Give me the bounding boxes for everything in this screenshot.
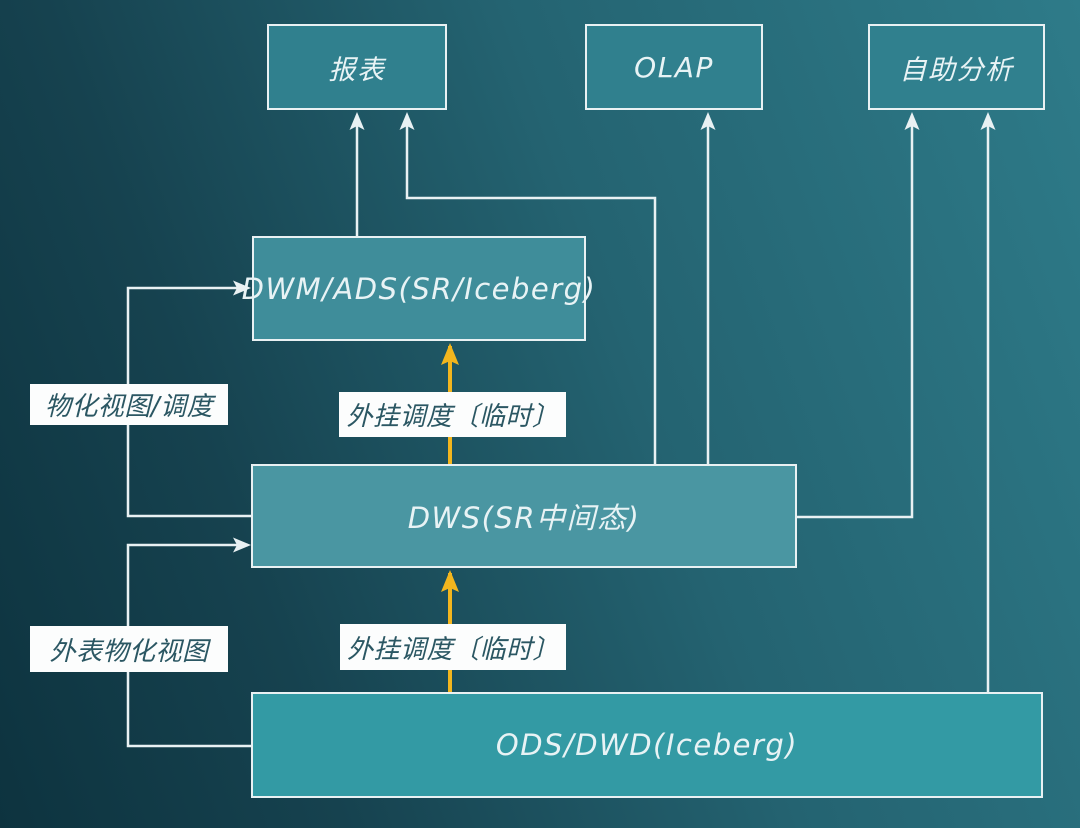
node-ods-dwd-label: ODS/DWD(Iceberg) xyxy=(495,728,799,762)
edge-label-materialized-view-schedule: 物化视图/调度 xyxy=(30,384,228,425)
node-dwm-ads: DWM/ADS(SR/Iceberg) xyxy=(242,236,595,341)
edge-label-external-schedule-upper: 外挂调度〔临时〕 xyxy=(339,392,566,437)
edge-dws-to-zizhu xyxy=(797,112,920,519)
node-ods-dwd: ODS/DWD(Iceberg) xyxy=(251,692,1043,798)
node-dws-label: DWS(SR中间态) xyxy=(407,501,641,535)
node-self-service-analysis: 自助分析 xyxy=(868,24,1045,110)
edge-label-external-table-mv-text: 外表物化视图 xyxy=(49,636,209,667)
node-report-label: 报表 xyxy=(328,54,386,86)
edge-label-external-schedule-lower: 外挂调度〔临时〕 xyxy=(340,624,566,670)
edge-label-external-schedule-upper-text: 外挂调度〔临时〕 xyxy=(346,402,559,432)
node-olap-label: OLAP xyxy=(634,50,714,84)
node-dws: DWS(SR中间态) xyxy=(251,464,797,568)
edge-label-external-schedule-lower-text: 外挂调度〔临时〕 xyxy=(346,634,559,665)
node-report: 报表 xyxy=(267,24,447,110)
node-olap: OLAP xyxy=(585,24,763,110)
edge-label-external-table-mv: 外表物化视图 xyxy=(30,626,228,672)
node-dwm-ads-label: DWM/ADS(SR/Iceberg) xyxy=(241,271,597,306)
edge-label-materialized-view-schedule-text: 物化视图/调度 xyxy=(44,392,214,422)
edge-dws-to-baobiao xyxy=(399,112,657,464)
node-self-service-analysis-label: 自助分析 xyxy=(899,54,1014,86)
